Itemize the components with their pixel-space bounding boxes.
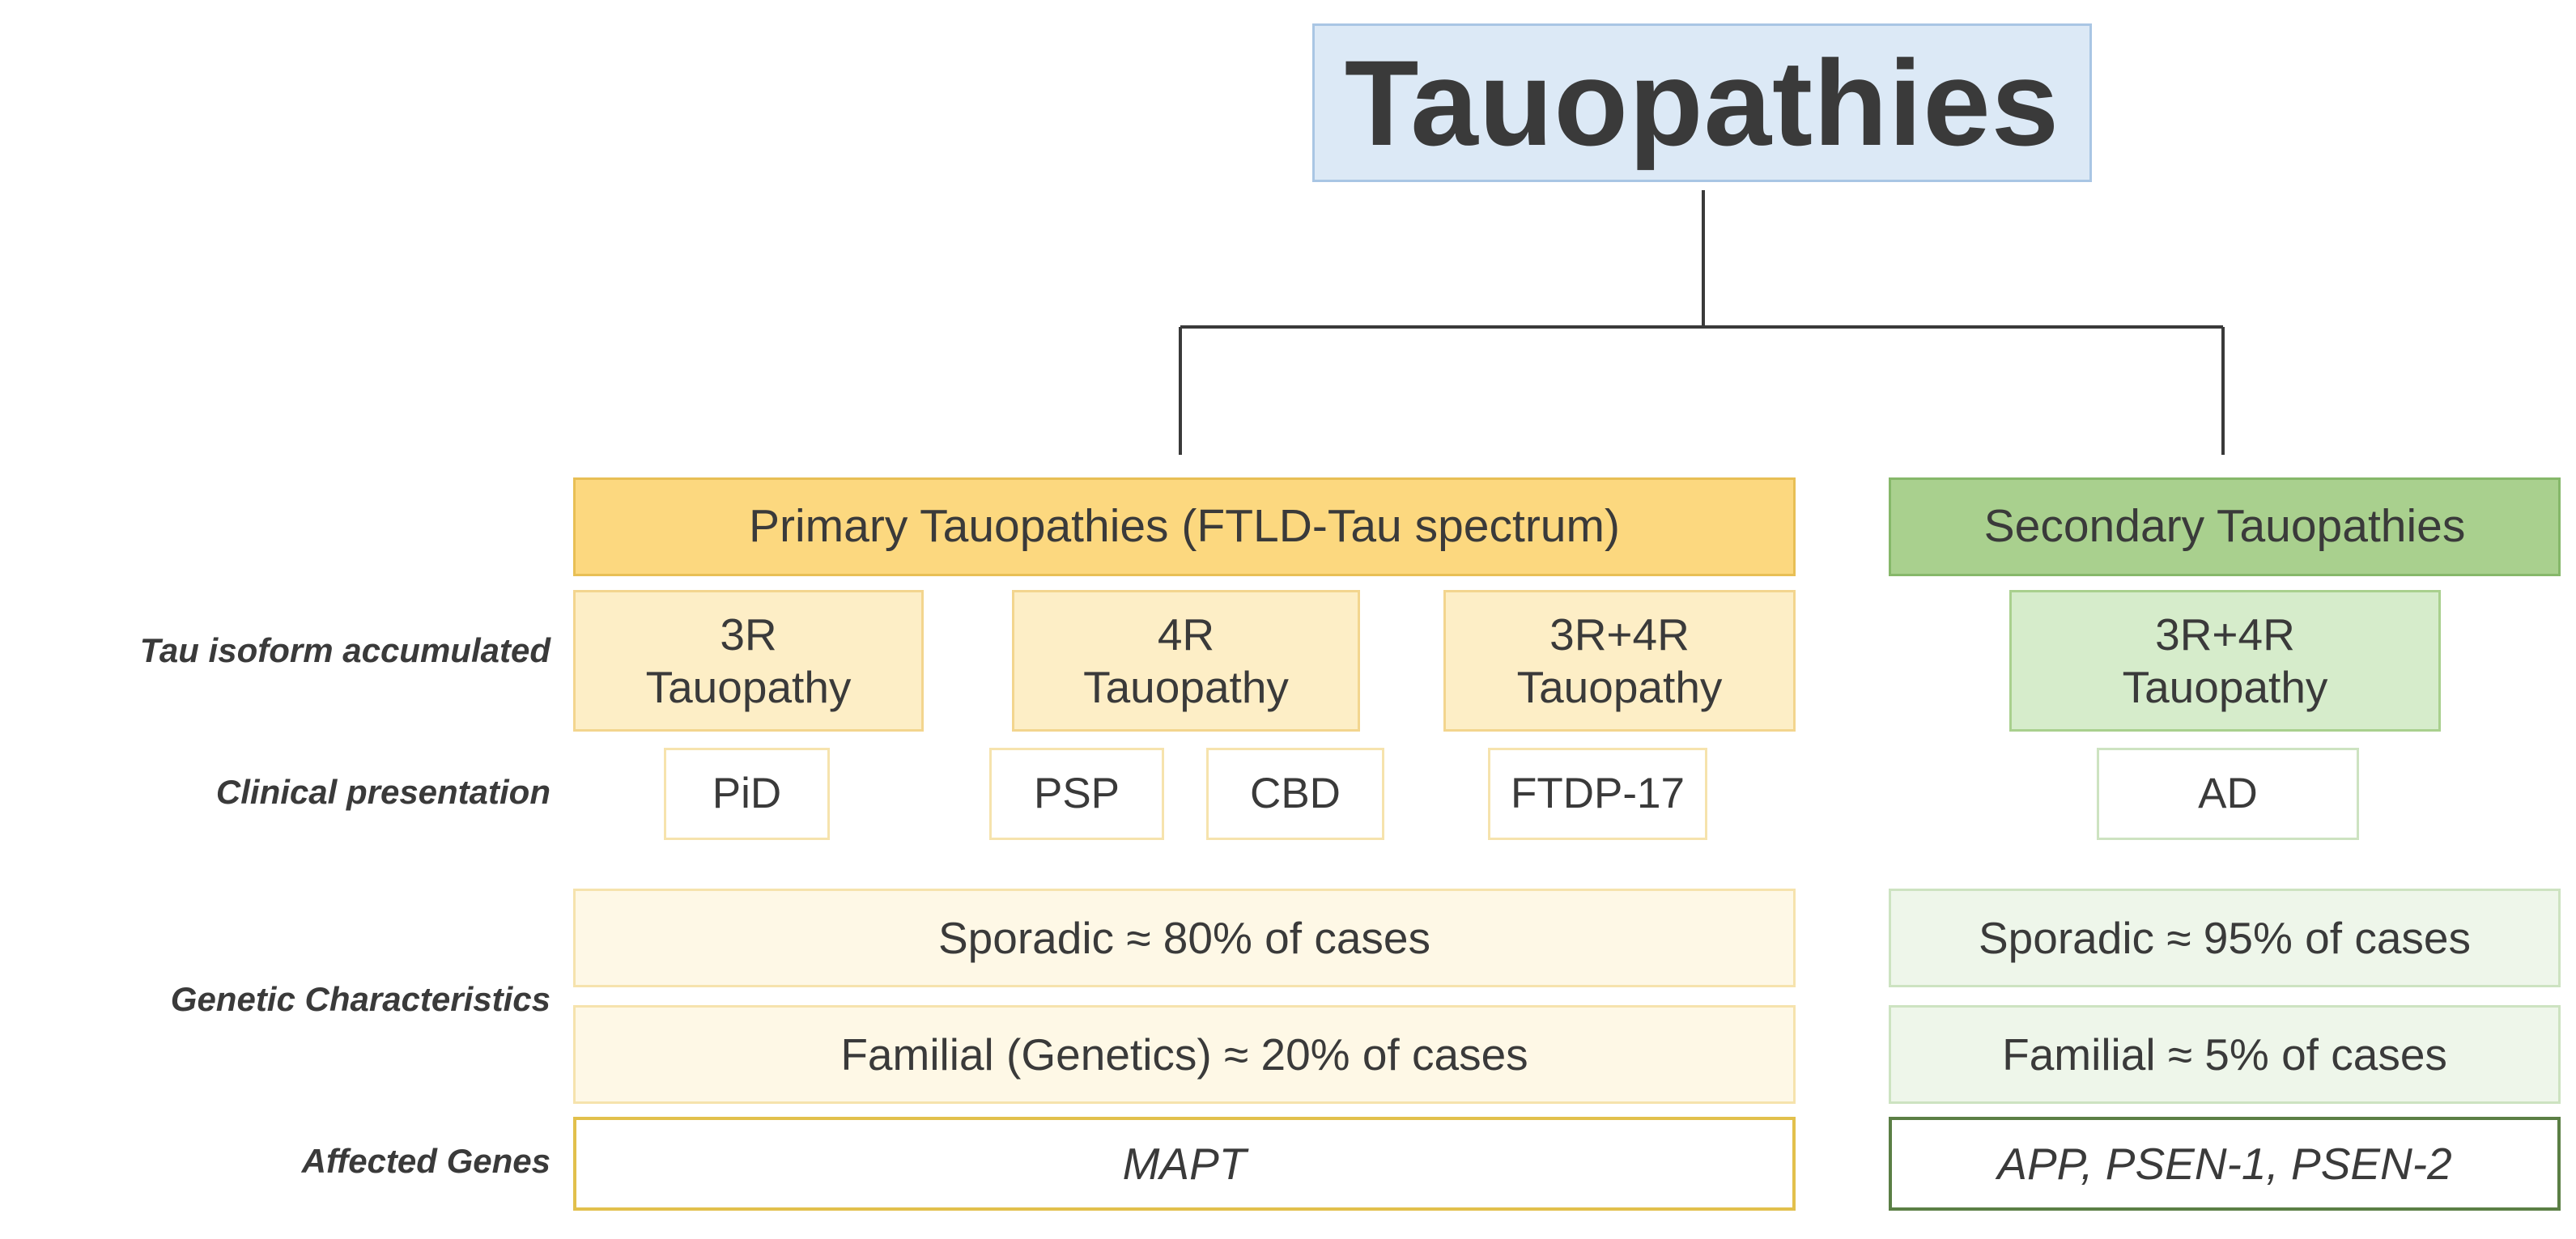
sporadic-label: Sporadic ≈ 80% of cases bbox=[937, 912, 1430, 963]
secondary-header: Secondary Tauopathies bbox=[1889, 477, 2561, 576]
isoform-name: 4R bbox=[1157, 609, 1215, 660]
clinical-ad-box: AD bbox=[2097, 748, 2359, 840]
familial-label: Familial ≈ 5% of cases bbox=[2002, 1029, 2447, 1080]
isoform-name: 3R+4R bbox=[1549, 609, 1690, 660]
clinical-ftdp17-box: FTDP-17 bbox=[1488, 748, 1707, 840]
secondary-isoform-box: 3R+4R Tauopathy bbox=[2009, 590, 2441, 732]
clinical-psp-box: PSP bbox=[989, 748, 1164, 840]
isoform-3r-box: 3R Tauopathy bbox=[573, 590, 924, 732]
clinical-label: AD bbox=[2198, 769, 2258, 817]
isoform-type: Tauopathy bbox=[1083, 661, 1289, 712]
isoform-name: 3R bbox=[720, 609, 777, 660]
isoform-3r4r-box: 3R+4R Tauopathy bbox=[1443, 590, 1796, 732]
primary-header-label: Primary Tauopathies (FTLD-Tau spectrum) bbox=[749, 500, 1620, 553]
isoform-4r-box: 4R Tauopathy bbox=[1012, 590, 1360, 732]
clinical-label: FTDP-17 bbox=[1511, 769, 1685, 817]
isoform-type: Tauopathy bbox=[1516, 661, 1723, 712]
clinical-label: PiD bbox=[712, 769, 782, 817]
row-label-genetic: Genetic Characteristics bbox=[170, 980, 550, 1018]
title-box: Tauopathies bbox=[1312, 23, 2092, 182]
primary-sporadic-box: Sporadic ≈ 80% of cases bbox=[573, 889, 1796, 987]
isoform-type: Tauopathy bbox=[645, 661, 852, 712]
secondary-familial-box: Familial ≈ 5% of cases bbox=[1889, 1005, 2561, 1104]
secondary-genes-box: APP, PSEN-1, PSEN-2 bbox=[1889, 1117, 2561, 1211]
genes-label: APP, PSEN-1, PSEN-2 bbox=[1997, 1138, 2452, 1189]
isoform-name: 3R+4R bbox=[2155, 609, 2295, 660]
primary-familial-box: Familial (Genetics) ≈ 20% of cases bbox=[573, 1005, 1796, 1104]
row-label-genes: Affected Genes bbox=[301, 1142, 550, 1180]
genes-label: MAPT bbox=[1122, 1138, 1247, 1189]
secondary-sporadic-box: Sporadic ≈ 95% of cases bbox=[1889, 889, 2561, 987]
clinical-pid-box: PiD bbox=[664, 748, 830, 840]
secondary-header-label: Secondary Tauopathies bbox=[1983, 500, 2466, 553]
isoform-type: Tauopathy bbox=[2122, 661, 2328, 712]
clinical-label: PSP bbox=[1033, 769, 1120, 817]
clinical-label: CBD bbox=[1250, 769, 1341, 817]
page-title: Tauopathies bbox=[1344, 34, 2060, 171]
row-label-clinical: Clinical presentation bbox=[215, 773, 550, 811]
primary-genes-box: MAPT bbox=[573, 1117, 1796, 1211]
sporadic-label: Sporadic ≈ 95% of cases bbox=[1978, 912, 2471, 963]
clinical-cbd-box: CBD bbox=[1206, 748, 1384, 840]
row-label-isoform: Tau isoform accumulated bbox=[139, 631, 550, 669]
primary-header: Primary Tauopathies (FTLD-Tau spectrum) bbox=[573, 477, 1796, 576]
familial-label: Familial (Genetics) ≈ 20% of cases bbox=[840, 1029, 1528, 1080]
